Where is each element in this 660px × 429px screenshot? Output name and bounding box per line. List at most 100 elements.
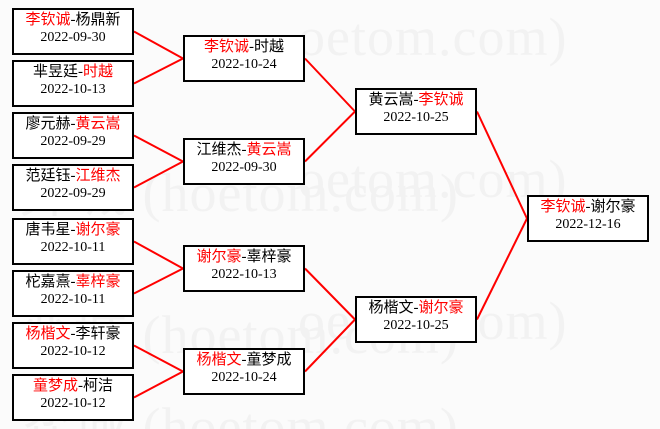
match-players: 杨楷文-李轩豪 bbox=[14, 326, 132, 344]
player-right: 黄云嵩 bbox=[75, 116, 121, 132]
player-separator: - bbox=[70, 274, 76, 290]
player-right: 辜梓豪 bbox=[75, 274, 121, 290]
player-right: 辜梓豪 bbox=[246, 249, 292, 265]
match-date: 2022-10-12 bbox=[40, 395, 106, 411]
player-left: 范廷钰 bbox=[25, 168, 71, 184]
connector-line bbox=[133, 57, 184, 85]
player-separator: - bbox=[70, 116, 76, 132]
player-left: 芈昱廷 bbox=[32, 64, 78, 80]
match-date: 2022-10-12 bbox=[40, 343, 106, 359]
connector-line bbox=[133, 160, 184, 189]
player-left: 黄云嵩 bbox=[368, 92, 414, 108]
player-separator: - bbox=[249, 39, 254, 55]
connector-line bbox=[133, 370, 184, 399]
match-date: 2022-12-16 bbox=[555, 216, 621, 232]
player-right: 柯洁 bbox=[83, 378, 114, 394]
match-date: 2022-09-29 bbox=[40, 185, 106, 201]
player-right: 谢尔豪 bbox=[418, 300, 464, 316]
connector-line bbox=[476, 218, 528, 320]
player-separator: - bbox=[78, 378, 83, 394]
player-left: 谢尔豪 bbox=[196, 249, 242, 265]
connector-line bbox=[304, 57, 356, 113]
connector-line bbox=[304, 110, 356, 163]
player-separator: - bbox=[70, 168, 76, 184]
connector-line bbox=[133, 134, 184, 163]
match-players: 柁嘉熹-辜梓豪 bbox=[14, 274, 132, 292]
match-players: 李钦诚-杨鼎新 bbox=[14, 12, 132, 30]
player-left: 李钦诚 bbox=[540, 199, 586, 215]
match-players: 范廷钰-江维杰 bbox=[14, 168, 132, 186]
connector-line bbox=[133, 344, 184, 373]
player-separator: - bbox=[78, 64, 83, 80]
match-players: 谢尔豪-辜梓豪 bbox=[185, 249, 303, 267]
player-right: 杨鼎新 bbox=[75, 12, 121, 28]
match-date: 2022-09-30 bbox=[40, 29, 106, 45]
player-separator: - bbox=[70, 12, 76, 28]
match-date: 2022-10-24 bbox=[211, 369, 277, 385]
player-right: 黄云嵩 bbox=[246, 142, 292, 158]
match-date: 2022-10-24 bbox=[211, 56, 277, 72]
match-players: 江维杰-黄云嵩 bbox=[185, 142, 303, 160]
player-left: 李钦诚 bbox=[25, 12, 71, 28]
player-separator: - bbox=[413, 300, 419, 316]
match-players: 童梦成-柯洁 bbox=[14, 378, 132, 396]
match-players: 唐韦星-谢尔豪 bbox=[14, 222, 132, 240]
player-right: 谢尔豪 bbox=[75, 222, 121, 238]
player-separator: - bbox=[241, 142, 247, 158]
match-date: 2022-10-11 bbox=[40, 239, 106, 255]
connector-line bbox=[304, 318, 356, 373]
player-right: 谢尔豪 bbox=[590, 199, 636, 215]
match-date: 2022-10-25 bbox=[383, 317, 449, 333]
player-left: 童梦成 bbox=[32, 378, 78, 394]
match-players: 李钦诚-谢尔豪 bbox=[529, 199, 647, 217]
player-separator: - bbox=[585, 199, 591, 215]
player-right: 时越 bbox=[83, 64, 114, 80]
connector-line bbox=[304, 267, 356, 321]
match-date: 2022-10-25 bbox=[383, 109, 449, 125]
match-date: 2022-10-11 bbox=[40, 291, 106, 307]
player-right: 江维杰 bbox=[75, 168, 121, 184]
player-left: 柁嘉熹 bbox=[25, 274, 71, 290]
player-right: 童梦成 bbox=[246, 352, 292, 368]
match-players: 廖元赫-黄云嵩 bbox=[14, 116, 132, 134]
player-right: 时越 bbox=[254, 39, 285, 55]
connector-line bbox=[133, 267, 184, 295]
player-separator: - bbox=[241, 352, 247, 368]
match-players: 杨楷文-童梦成 bbox=[185, 352, 303, 370]
match-players: 杨楷文-谢尔豪 bbox=[357, 300, 475, 318]
connector-line bbox=[133, 30, 184, 60]
player-left: 李钦诚 bbox=[203, 39, 249, 55]
match-players: 李钦诚-时越 bbox=[185, 39, 303, 57]
player-separator: - bbox=[413, 92, 419, 108]
match-date: 2022-09-30 bbox=[211, 159, 277, 175]
player-left: 杨楷文 bbox=[25, 326, 71, 342]
player-separator: - bbox=[70, 326, 76, 342]
match-players: 黄云嵩-李钦诚 bbox=[357, 92, 475, 110]
connector-line bbox=[133, 240, 184, 270]
player-left: 唐韦星 bbox=[25, 222, 71, 238]
match-players: 芈昱廷-时越 bbox=[14, 64, 132, 82]
match-date: 2022-09-29 bbox=[40, 133, 106, 149]
player-right: 李钦诚 bbox=[418, 92, 464, 108]
player-left: 江维杰 bbox=[196, 142, 242, 158]
player-right: 李轩豪 bbox=[75, 326, 121, 342]
player-separator: - bbox=[241, 249, 247, 265]
player-left: 杨楷文 bbox=[368, 300, 414, 316]
